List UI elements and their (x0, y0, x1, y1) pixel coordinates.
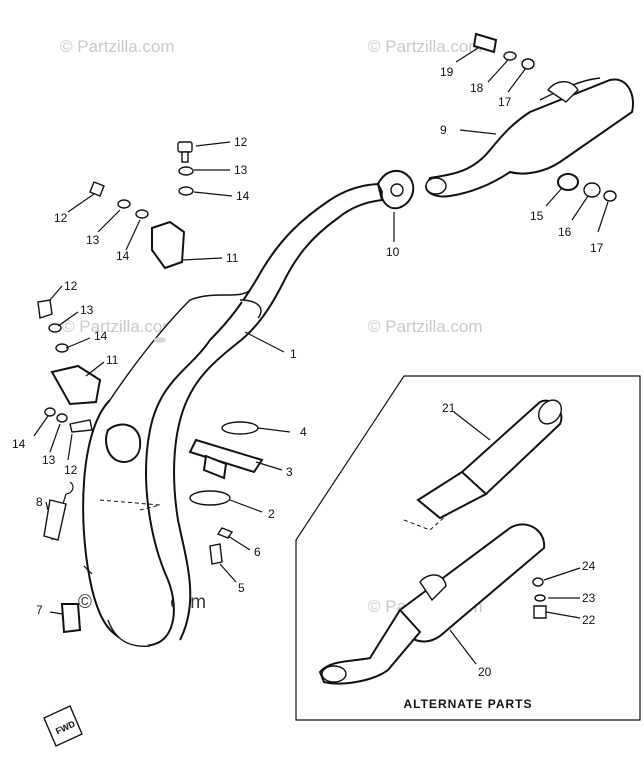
watermark-mid-left: © Partzilla.com (62, 317, 177, 336)
callout-12-mid: 12 (54, 211, 68, 225)
callout-14-mid: 14 (116, 249, 130, 263)
silencer (424, 77, 634, 198)
callout-23: 23 (582, 591, 596, 605)
alternate-parts-caption: ALTERNATE PARTS (404, 697, 533, 711)
callout-12-low: 12 (64, 463, 78, 477)
callout-11-left: 11 (106, 353, 119, 367)
callout-14-upper: 14 (236, 189, 250, 203)
callouts: 1 2 3 4 5 6 7 8 9 10 11 11 12 12 12 12 1… (12, 65, 604, 679)
watermark-top-left: © Partzilla.com (60, 37, 175, 56)
leader-lines (33, 47, 609, 665)
callout-10: 10 (386, 245, 400, 259)
callout-9: 9 (440, 123, 447, 137)
callout-1: 1 (290, 347, 297, 361)
callout-12-left: 12 (64, 279, 78, 293)
watermark-top-right: © Partzilla.com (368, 37, 483, 56)
pipe-joint (376, 169, 415, 210)
callout-14-low: 14 (12, 437, 26, 451)
callout-6: 6 (254, 545, 261, 559)
callout-22: 22 (582, 613, 596, 627)
flange-gaskets (188, 421, 264, 565)
callout-20: 20 (478, 665, 492, 679)
alternate-silencer-21 (403, 399, 563, 531)
callout-11-upper: 11 (226, 251, 239, 265)
alternate-silencer-20 (318, 523, 547, 685)
callout-12-upper: 12 (234, 135, 248, 149)
callout-5: 5 (238, 581, 245, 595)
callout-7: 7 (36, 603, 43, 617)
callout-8: 8 (36, 495, 43, 509)
callout-13-left: 13 (80, 303, 94, 317)
spring-and-bolt (43, 481, 93, 634)
callout-19: 19 (440, 65, 454, 79)
alternate-parts-box (295, 375, 641, 721)
callout-13-mid: 13 (86, 233, 100, 247)
callout-4: 4 (300, 425, 307, 439)
callout-17-lower: 17 (590, 241, 604, 255)
watermark-mid-right: © Partzilla.com (368, 317, 483, 336)
hardware-upper (89, 141, 194, 270)
hardware-right (472, 32, 617, 202)
callout-18: 18 (470, 81, 484, 95)
callout-17-upper: 17 (498, 95, 512, 109)
callout-13-low: 13 (42, 453, 56, 467)
callout-14-left: 14 (94, 329, 108, 343)
expansion-chamber (82, 182, 384, 647)
callout-21: 21 (442, 401, 456, 415)
callout-24: 24 (582, 559, 596, 573)
callout-2: 2 (268, 507, 275, 521)
callout-15: 15 (530, 209, 544, 223)
hardware-left (37, 299, 142, 463)
callout-13-upper: 13 (234, 163, 248, 177)
callout-3: 3 (286, 465, 293, 479)
forward-indicator: FWD (43, 705, 83, 747)
callout-16: 16 (558, 225, 572, 239)
